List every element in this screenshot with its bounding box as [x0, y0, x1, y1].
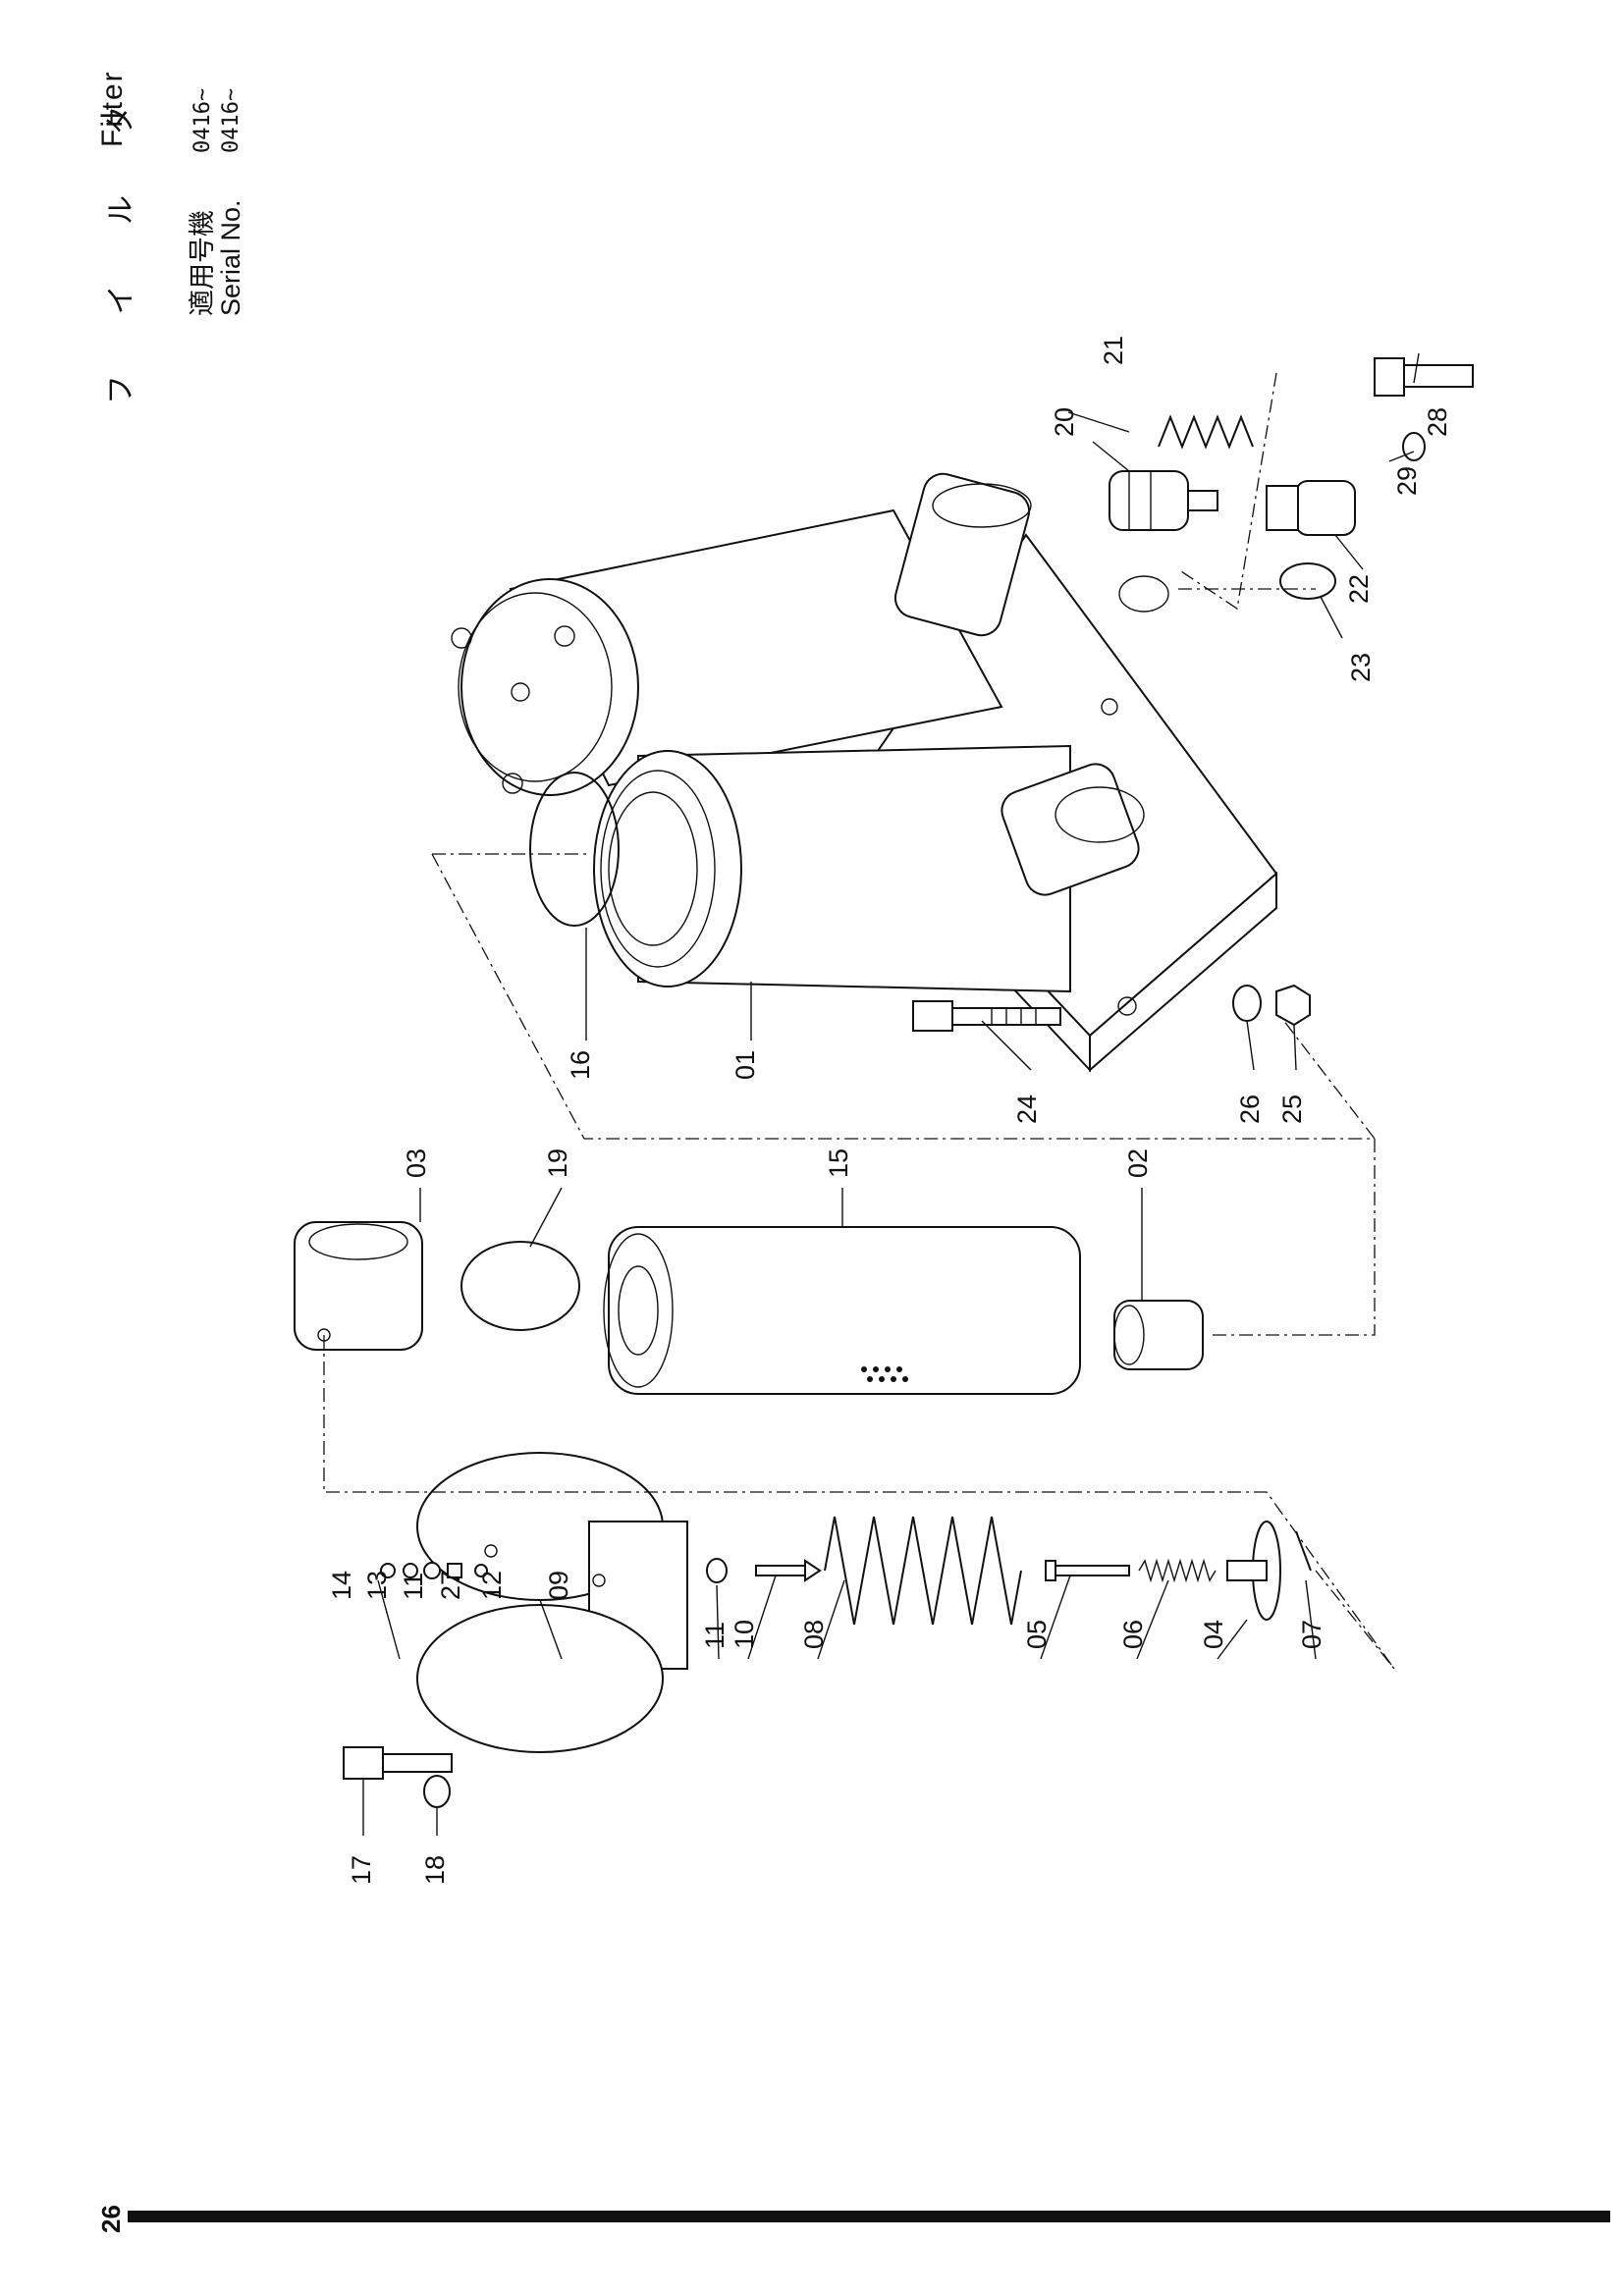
- o-ring-part-16: [529, 772, 620, 927]
- callout-11-upper: 11: [399, 1573, 428, 1600]
- callout-15: 15: [824, 1148, 853, 1178]
- screw-part-10: [755, 1559, 822, 1582]
- callout-28: 28: [1423, 407, 1452, 437]
- seat-part-02: [1113, 1300, 1204, 1370]
- callout-labels: 01 16 24 26 25 03 19 15 02 20 21 22 23 2…: [327, 336, 1452, 1885]
- cap-part-03: [294, 1221, 423, 1351]
- spring-part-21: [1158, 414, 1254, 450]
- callout-07: 07: [1297, 1620, 1326, 1649]
- callout-09: 09: [544, 1571, 573, 1600]
- callout-10: 10: [730, 1620, 759, 1649]
- callout-18: 18: [420, 1855, 450, 1885]
- bolt-part-17: [343, 1746, 453, 1780]
- callout-25: 25: [1277, 1095, 1307, 1124]
- nut-part-25: [1275, 984, 1311, 1027]
- cover-part-09: [416, 1452, 688, 1753]
- filter-housing-part-01: [451, 472, 1278, 1073]
- callout-21: 21: [1099, 336, 1128, 365]
- callout-26: 26: [1235, 1095, 1265, 1124]
- washer-part-26: [1232, 985, 1262, 1022]
- callout-02: 02: [1123, 1148, 1153, 1178]
- spring-part-08: [824, 1516, 1022, 1626]
- long-bolt-part-24: [912, 1000, 1061, 1032]
- cotter-pin-part-07: [1295, 1530, 1312, 1572]
- callout-17: 17: [347, 1855, 376, 1885]
- callout-16: 16: [566, 1050, 595, 1080]
- snap-ring-part-19: [460, 1241, 581, 1331]
- bolt-part-28: [1374, 357, 1474, 397]
- callout-14: 14: [327, 1571, 356, 1600]
- filter-element-part-15: [603, 1226, 1081, 1395]
- callout-12: 12: [477, 1571, 507, 1600]
- callout-08: 08: [799, 1620, 829, 1649]
- page-rule: [128, 2211, 1610, 2222]
- washer-part-18: [423, 1775, 451, 1808]
- callout-03: 03: [402, 1148, 431, 1178]
- callout-11-lower: 11: [700, 1622, 730, 1649]
- washer-part-29: [1402, 432, 1426, 461]
- callout-22: 22: [1344, 574, 1374, 604]
- assembly-guide-lines: [323, 372, 1395, 1670]
- callout-leaders: [362, 352, 1420, 1836]
- nut-washer-stack-parts-11-12-13-14-27: [380, 1562, 488, 1579]
- callout-01: 01: [730, 1050, 760, 1080]
- plug-part-22: [1266, 480, 1356, 536]
- callout-06: 06: [1118, 1620, 1148, 1649]
- callout-19: 19: [543, 1148, 572, 1178]
- pin-part-05: [1045, 1560, 1130, 1581]
- callout-23: 23: [1346, 653, 1376, 682]
- o-ring-part-23: [1279, 562, 1336, 600]
- callout-20: 20: [1050, 407, 1079, 437]
- disc-part-04: [1226, 1521, 1281, 1621]
- callout-24: 24: [1012, 1095, 1042, 1124]
- callout-05: 05: [1022, 1620, 1052, 1649]
- spring-part-06: [1138, 1558, 1217, 1583]
- callout-29: 29: [1392, 466, 1422, 496]
- callout-13: 13: [362, 1571, 392, 1600]
- callout-27: 27: [436, 1571, 465, 1600]
- valve-plug-part-20: [1109, 470, 1218, 531]
- callout-04: 04: [1199, 1620, 1228, 1649]
- washer-part-11-lower: [706, 1558, 728, 1583]
